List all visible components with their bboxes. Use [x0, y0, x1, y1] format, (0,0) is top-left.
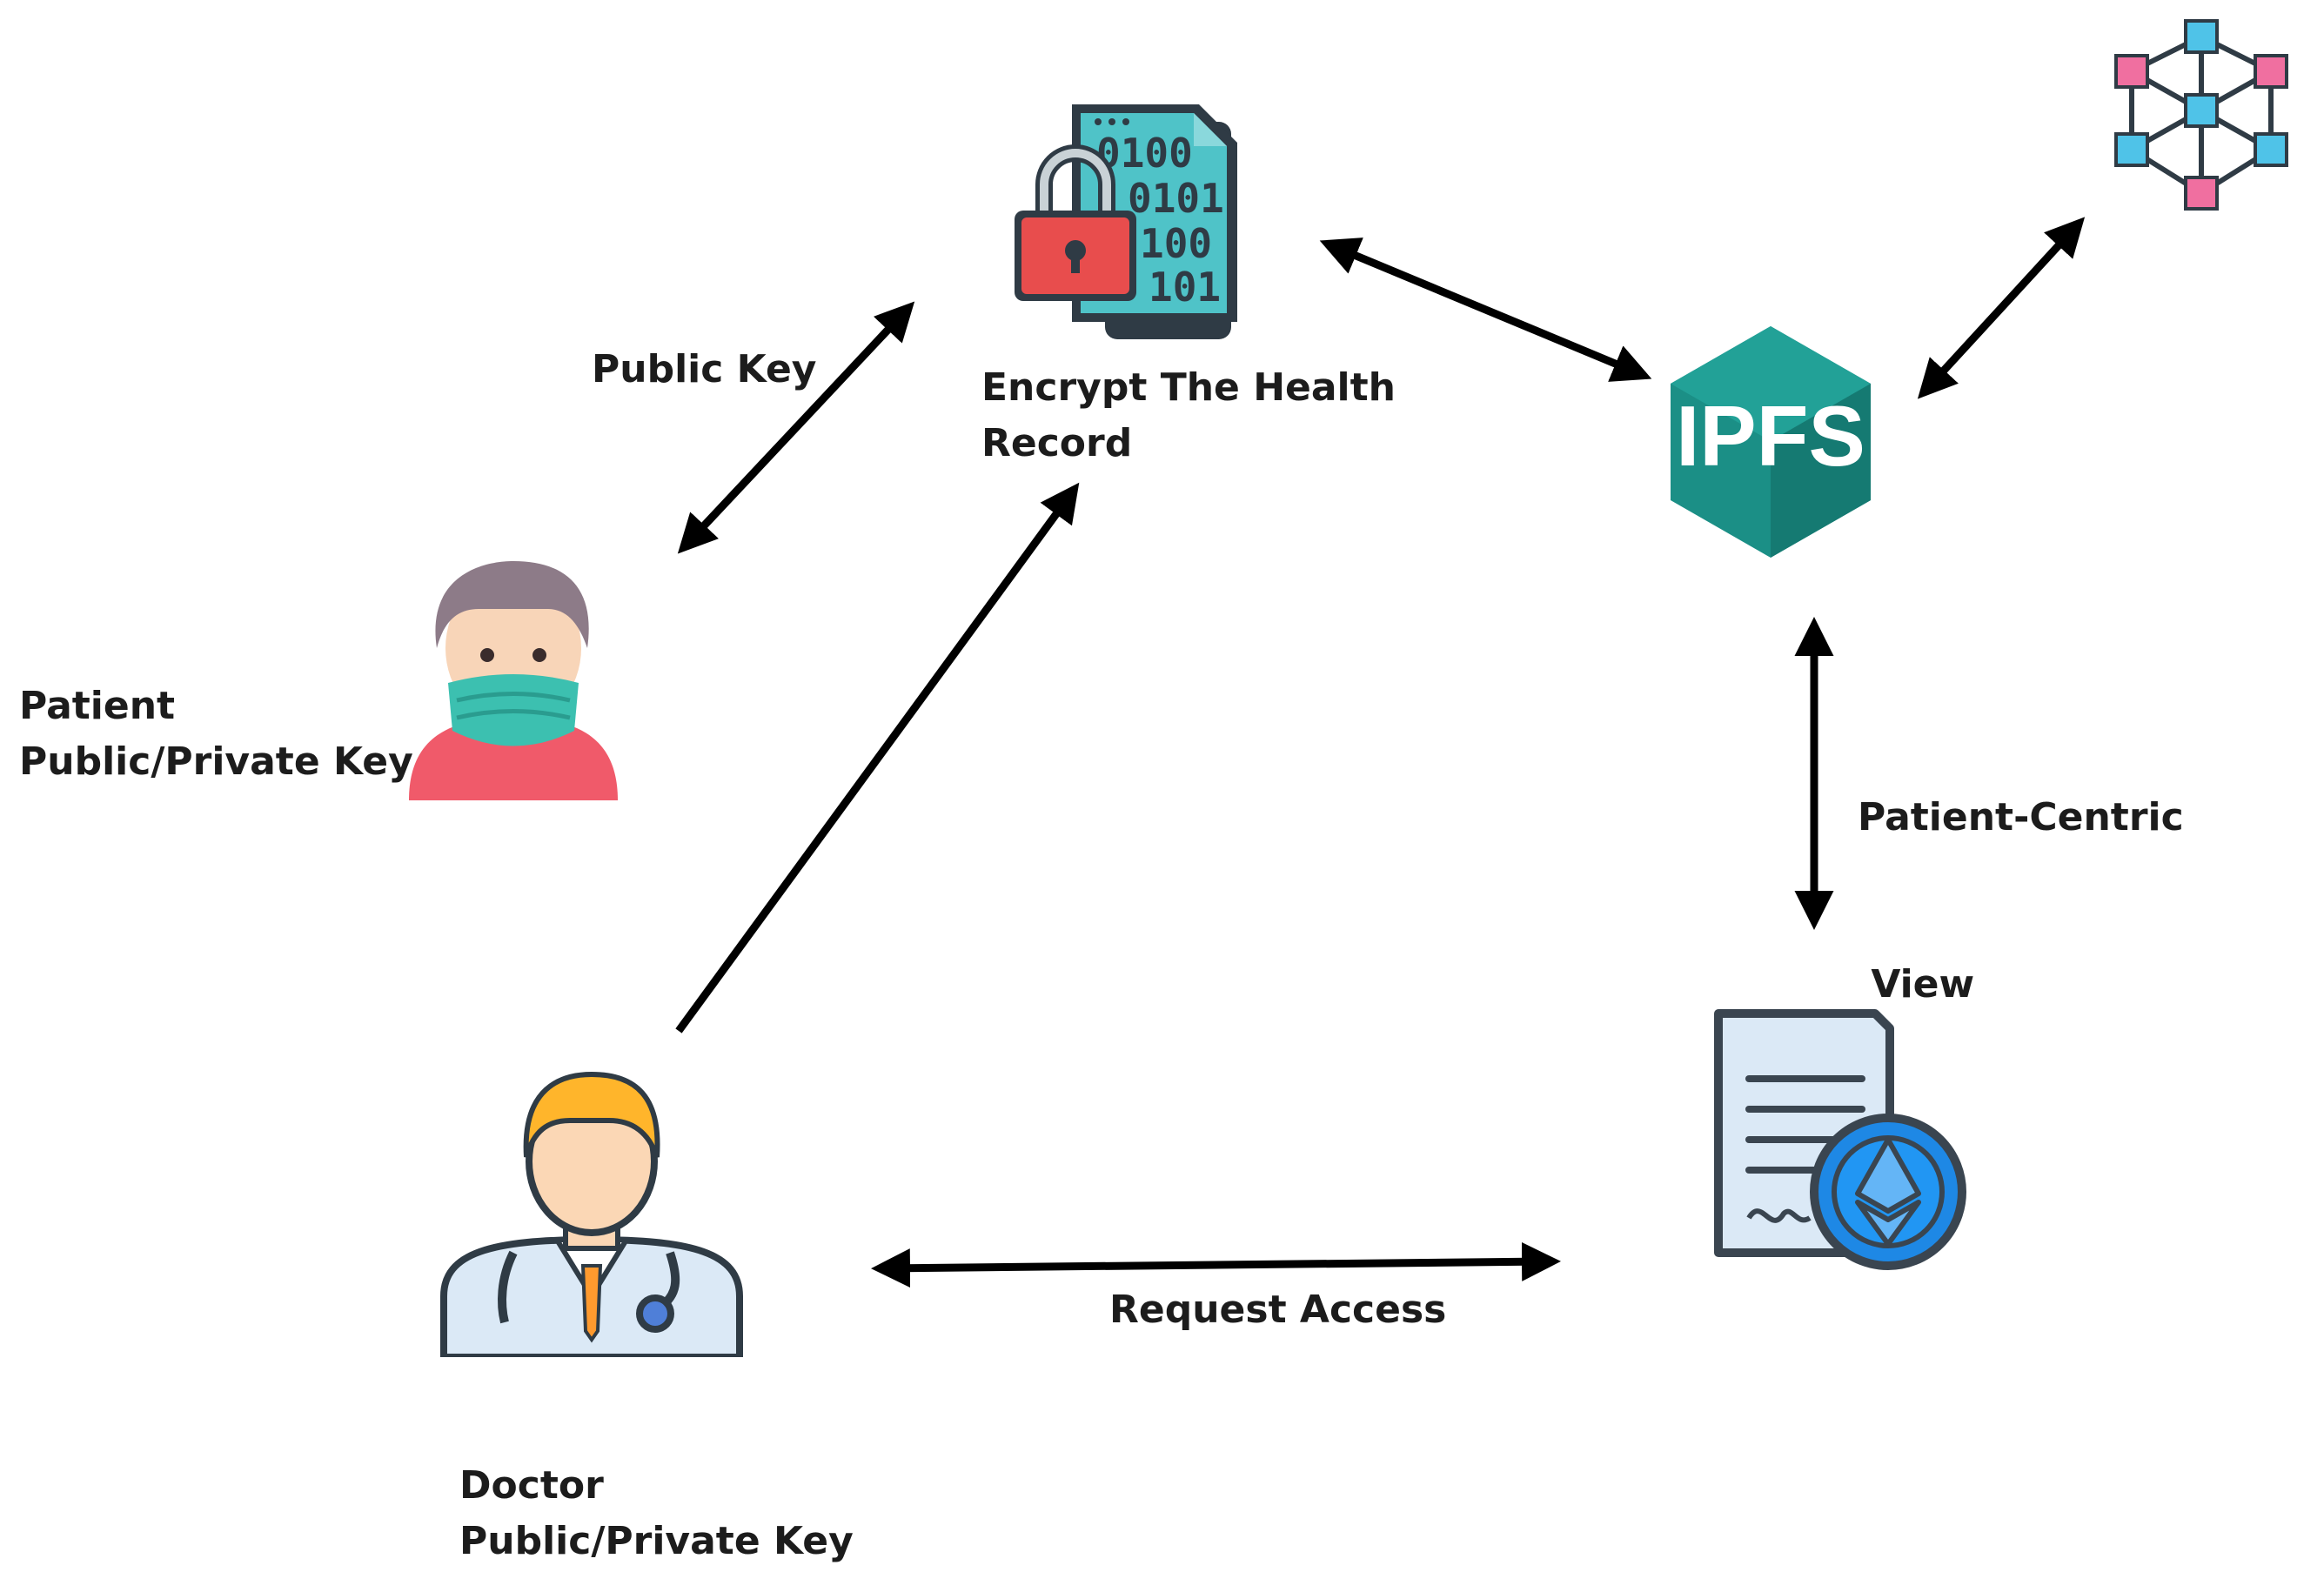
patient-icon	[409, 561, 618, 800]
patient-centric-view-label: Patient-Centric View	[1858, 795, 2184, 1007]
arrow-ipfs-blockchain	[1917, 217, 2086, 399]
doctor-icon	[440, 1071, 743, 1357]
encrypted-file-icon: 0100 0101 100 101	[1015, 104, 1237, 339]
smart-contract-icon	[1714, 1009, 1966, 1270]
binary-row-4: 101	[1149, 264, 1221, 311]
ipfs-icon: IPFS	[1671, 326, 1871, 558]
patient-label: Patient Public/Private Key	[19, 684, 413, 784]
arrow-doctor-encrypt	[675, 482, 1080, 1034]
arrow-public-key	[677, 301, 915, 554]
binary-row-2: 0101	[1128, 175, 1224, 222]
binary-row-3: 100	[1140, 220, 1212, 267]
ipfs-text: IPFS	[1676, 388, 1865, 484]
arrow-request-access	[871, 1241, 1561, 1288]
blockchain-icon	[2114, 19, 2288, 211]
doctor-label: Doctor Public/Private Key	[459, 1463, 854, 1563]
request-access-label: Request Access	[1109, 1288, 1447, 1332]
encrypt-health-record-label: Encrypt The Health Record	[981, 365, 1396, 465]
public-key-label: Public Key	[592, 347, 817, 391]
arrow-encrypt-ipfs	[1319, 237, 1652, 382]
